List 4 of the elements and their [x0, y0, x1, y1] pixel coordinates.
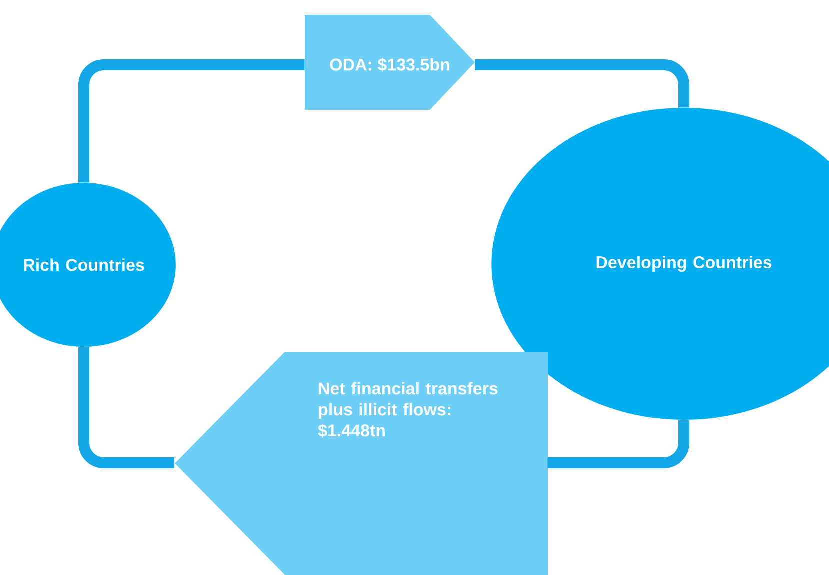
connector-line	[78, 347, 174, 468]
arrow-box: Net financial transfers plus illicit flows: $1.448tn	[175, 352, 548, 575]
connector-line	[78, 60, 305, 183]
arrow-box: ODA: $133.5bn	[305, 15, 475, 110]
